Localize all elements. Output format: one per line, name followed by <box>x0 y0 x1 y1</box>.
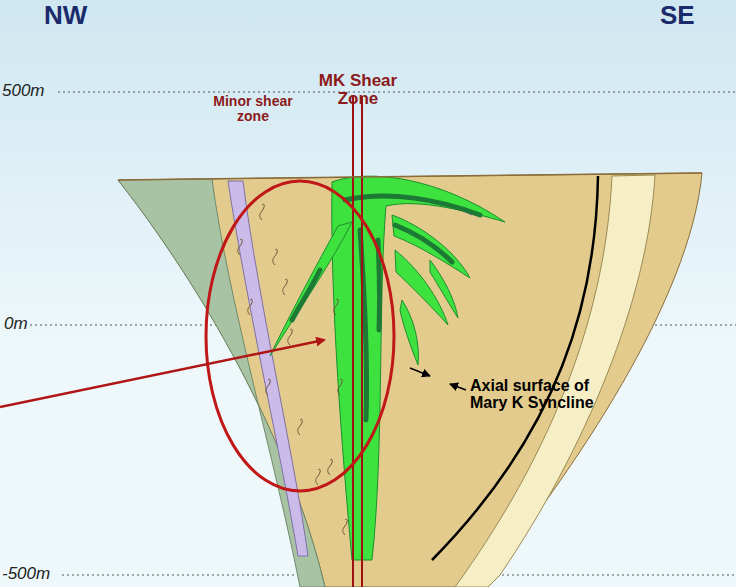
ore-streak <box>292 196 480 420</box>
compass-label: SE <box>660 2 695 29</box>
axial-surface <box>432 176 598 560</box>
west-unit <box>118 179 325 587</box>
ground-surface <box>118 173 702 180</box>
cream-unit <box>455 175 655 587</box>
zone-label: MK Shear Zone <box>300 72 416 108</box>
shear-zone-line <box>353 96 362 587</box>
compass-label: NW <box>44 2 87 29</box>
zone-label: Minor shear zone <box>205 94 301 123</box>
pointer-arrow <box>0 340 324 407</box>
elevation-label: 500m <box>2 82 45 100</box>
host-rock <box>118 173 702 587</box>
minor-shear-band <box>228 181 308 556</box>
axial-arrow <box>450 384 466 390</box>
foliation <box>238 204 348 535</box>
axial-label: Axial surface of Mary K Syncline <box>470 378 620 412</box>
elevation-label: -500m <box>2 565 50 583</box>
elevation-label: 0m <box>4 315 28 333</box>
highlight-ellipse <box>206 181 394 491</box>
ore-lens <box>270 176 505 560</box>
axial-arrow <box>410 368 430 376</box>
